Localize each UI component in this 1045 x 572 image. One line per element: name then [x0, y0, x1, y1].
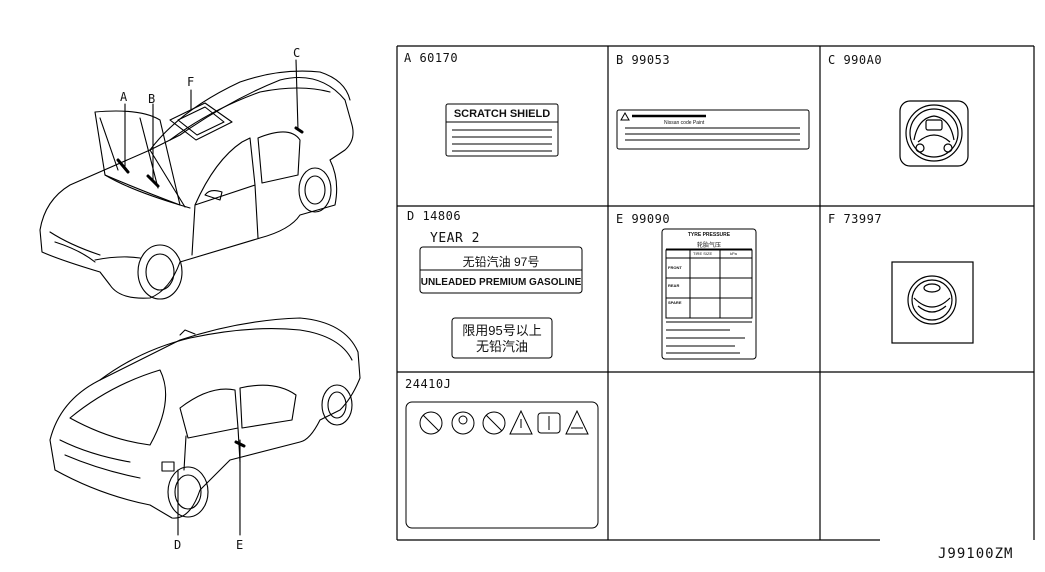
- scratch-shield-label: SCRATCH SHIELD: [453, 108, 551, 120]
- year-label: YEAR 2: [430, 231, 480, 246]
- cell-a-code: A 60170: [404, 51, 459, 65]
- tire-row-rear: REAR: [668, 283, 680, 288]
- label-e-graphic: [661, 228, 757, 360]
- tire-row-spare: SPARE: [668, 300, 682, 305]
- fuel-limit-line1: 限用95号以上: [462, 323, 542, 338]
- car-front-view: [39, 70, 354, 300]
- label-f-graphic: [891, 261, 974, 344]
- callout-d: D: [174, 538, 182, 552]
- fuel-en-label: UNLEADED PREMIUM GASOLINE: [420, 277, 582, 288]
- fuel-limit-line2: 无铅汽油: [475, 339, 528, 354]
- cell-d-code: D 14806: [407, 209, 462, 223]
- tire-col-kpa: kPa: [730, 251, 737, 256]
- part-number: J99100ZM: [938, 546, 1014, 562]
- tire-title: TYRE PRESSURE: [687, 232, 731, 238]
- tire-col-size: TIRE SIZE: [693, 251, 713, 256]
- label-c-graphic: [899, 100, 969, 167]
- label-a-graphic: [445, 103, 559, 157]
- cell-b-code: B 99053: [616, 53, 671, 67]
- car-rear-view: [49, 317, 361, 519]
- callout-a: A: [120, 90, 128, 104]
- cell-e-code: E 99090: [616, 212, 671, 226]
- label-b-graphic: [616, 109, 810, 150]
- callout-b: B: [148, 92, 156, 106]
- warning-paint-text: Nissan code Paint: [664, 120, 705, 126]
- cell-c-code: C 990A0: [828, 53, 883, 67]
- label-g-graphic: [405, 401, 599, 529]
- fuel-cn-label: 无铅汽油 97号: [462, 255, 540, 269]
- callout-e: E: [236, 538, 244, 552]
- callout-c: C: [293, 46, 301, 60]
- cell-g-code: 24410J: [405, 377, 452, 391]
- callout-f: F: [187, 75, 195, 89]
- tire-title-cn: 轮胎气压: [696, 243, 721, 249]
- tire-row-front: FRONT: [668, 265, 682, 270]
- cell-f-code: F 73997: [828, 212, 883, 226]
- label-d-graphic: [419, 246, 583, 359]
